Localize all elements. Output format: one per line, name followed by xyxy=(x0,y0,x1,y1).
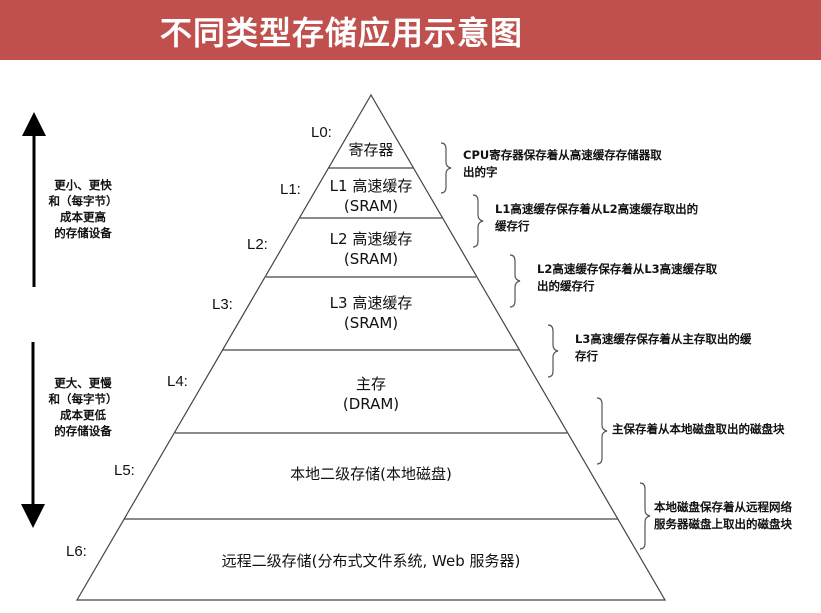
note-line: CPU寄存器保存着从高速缓存存储器取 xyxy=(463,148,662,162)
note-line: 存行 xyxy=(575,349,598,363)
layer-name: 本地二级存储(本地磁盘) xyxy=(290,465,452,483)
note-line: L1高速缓存保存着从L2高速缓存取出的 xyxy=(495,202,699,216)
layer-tech: (SRAM) xyxy=(343,314,399,332)
layer-remote-storage: 远程二级存储(分布式文件系统, Web 服务器) xyxy=(222,551,521,571)
note-line: 主保存着从本地磁盘取出的磁盘块 xyxy=(612,422,785,436)
side-label-line: 成本更高 xyxy=(60,210,106,224)
level-tag-l0: L0: xyxy=(311,124,332,141)
side-label-line: 和（每字节） xyxy=(48,392,118,406)
title-bar xyxy=(0,0,821,60)
note-line: 本地磁盘保存着从远程网络 xyxy=(654,500,792,514)
layer-tech: (DRAM) xyxy=(342,395,400,413)
layer-name: 寄存器 xyxy=(348,141,394,159)
level-tag-l2: L2: xyxy=(247,236,268,253)
side-label-line: 的存储设备 xyxy=(54,424,112,438)
side-label-line: 更小、更快 xyxy=(54,178,112,192)
level-tag-l5: L5: xyxy=(114,462,135,479)
layer-tech: (SRAM) xyxy=(343,250,399,268)
note-line: 服务器磁盘上取出的磁盘块 xyxy=(654,517,792,531)
pyramid-dividers xyxy=(124,167,618,520)
layer-l1-cache: L1 高速缓存 (SRAM) xyxy=(330,176,413,216)
layer-name: 主存 xyxy=(355,375,386,393)
note-line: L3高速缓存保存着从主存取出的缓 xyxy=(575,332,752,346)
layer-main-memory: 主存 (DRAM) xyxy=(343,374,399,414)
braces xyxy=(440,142,651,550)
note-l2: L2高速缓存保存着从L3高速缓存取出的缓存行 xyxy=(537,261,717,295)
layer-l3-cache: L3 高速缓存 (SRAM) xyxy=(330,293,413,333)
note-l1: L1高速缓存保存着从L2高速缓存取出的缓存行 xyxy=(495,201,698,235)
layer-name: 远程二级存储(分布式文件系统, Web 服务器) xyxy=(221,552,521,570)
level-tag-l6: L6: xyxy=(66,543,87,560)
level-tag-l4: L4: xyxy=(167,373,188,390)
layer-registers: 寄存器 xyxy=(348,140,393,160)
side-label-line: 的存储设备 xyxy=(54,226,112,240)
page-title: 不同类型存储应用示意图 xyxy=(160,14,524,52)
layer-name: L1 高速缓存 xyxy=(329,177,413,195)
note-line: 缓存行 xyxy=(495,219,530,233)
level-tag-l1: L1: xyxy=(280,181,301,198)
slower-devices-label: 更大、更慢 和（每字节） 成本更低 的存储设备 xyxy=(38,375,128,439)
note-l4: 主保存着从本地磁盘取出的磁盘块 xyxy=(612,421,785,438)
faster-devices-label: 更小、更快 和（每字节） 成本更高 的存储设备 xyxy=(38,177,128,241)
note-l5: 本地磁盘保存着从远程网络服务器磁盘上取出的磁盘块 xyxy=(654,499,792,533)
side-label-line: 和（每字节） xyxy=(48,194,118,208)
layer-l2-cache: L2 高速缓存 (SRAM) xyxy=(330,229,413,269)
note-line: 出的字 xyxy=(463,165,498,179)
note-l3: L3高速缓存保存着从主存取出的缓存行 xyxy=(575,331,751,365)
note-line: 出的缓存行 xyxy=(537,279,595,293)
note-line: L2高速缓存保存着从L3高速缓存取 xyxy=(537,262,718,276)
layer-name: L3 高速缓存 xyxy=(329,294,413,312)
level-tag-l3: L3: xyxy=(212,296,233,313)
note-l0: CPU寄存器保存着从高速缓存存储器取出的字 xyxy=(463,147,662,181)
layer-local-storage: 本地二级存储(本地磁盘) xyxy=(290,464,452,484)
side-label-line: 成本更低 xyxy=(60,408,106,422)
side-label-line: 更大、更慢 xyxy=(54,376,112,390)
pyramid-outline xyxy=(75,93,667,601)
layer-tech: (SRAM) xyxy=(343,197,399,215)
layer-name: L2 高速缓存 xyxy=(329,230,413,248)
